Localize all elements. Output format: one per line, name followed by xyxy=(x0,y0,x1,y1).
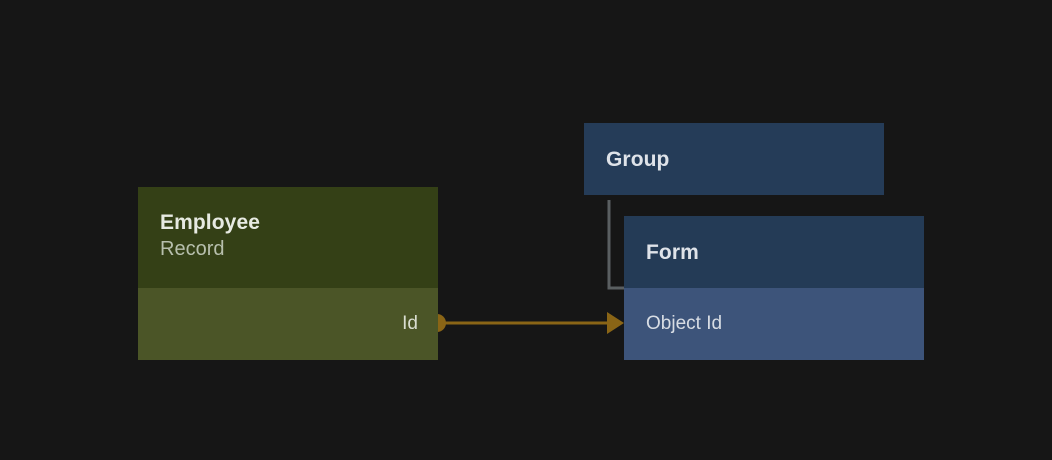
node-form-title: Form xyxy=(646,240,699,264)
node-employee[interactable]: Employee Record Id xyxy=(138,187,438,360)
node-employee-field-id-label: Id xyxy=(402,313,418,334)
node-employee-subtitle: Record xyxy=(160,238,225,260)
relation-edge-target-arrow-icon xyxy=(607,312,624,334)
node-employee-field-id[interactable]: Id xyxy=(138,288,438,360)
containment-connector-line xyxy=(607,200,624,290)
node-form-field-object-id-label: Object Id xyxy=(646,313,723,334)
node-group-title: Group xyxy=(606,147,670,171)
node-employee-header: Employee Record xyxy=(138,187,438,288)
node-employee-title: Employee xyxy=(160,211,261,234)
node-form[interactable]: Form Object Id xyxy=(624,216,924,360)
node-group[interactable]: Group xyxy=(584,123,884,195)
node-form-header: Form xyxy=(624,216,924,288)
node-form-field-object-id[interactable]: Object Id xyxy=(624,288,924,360)
node-group-header: Group xyxy=(584,123,884,195)
